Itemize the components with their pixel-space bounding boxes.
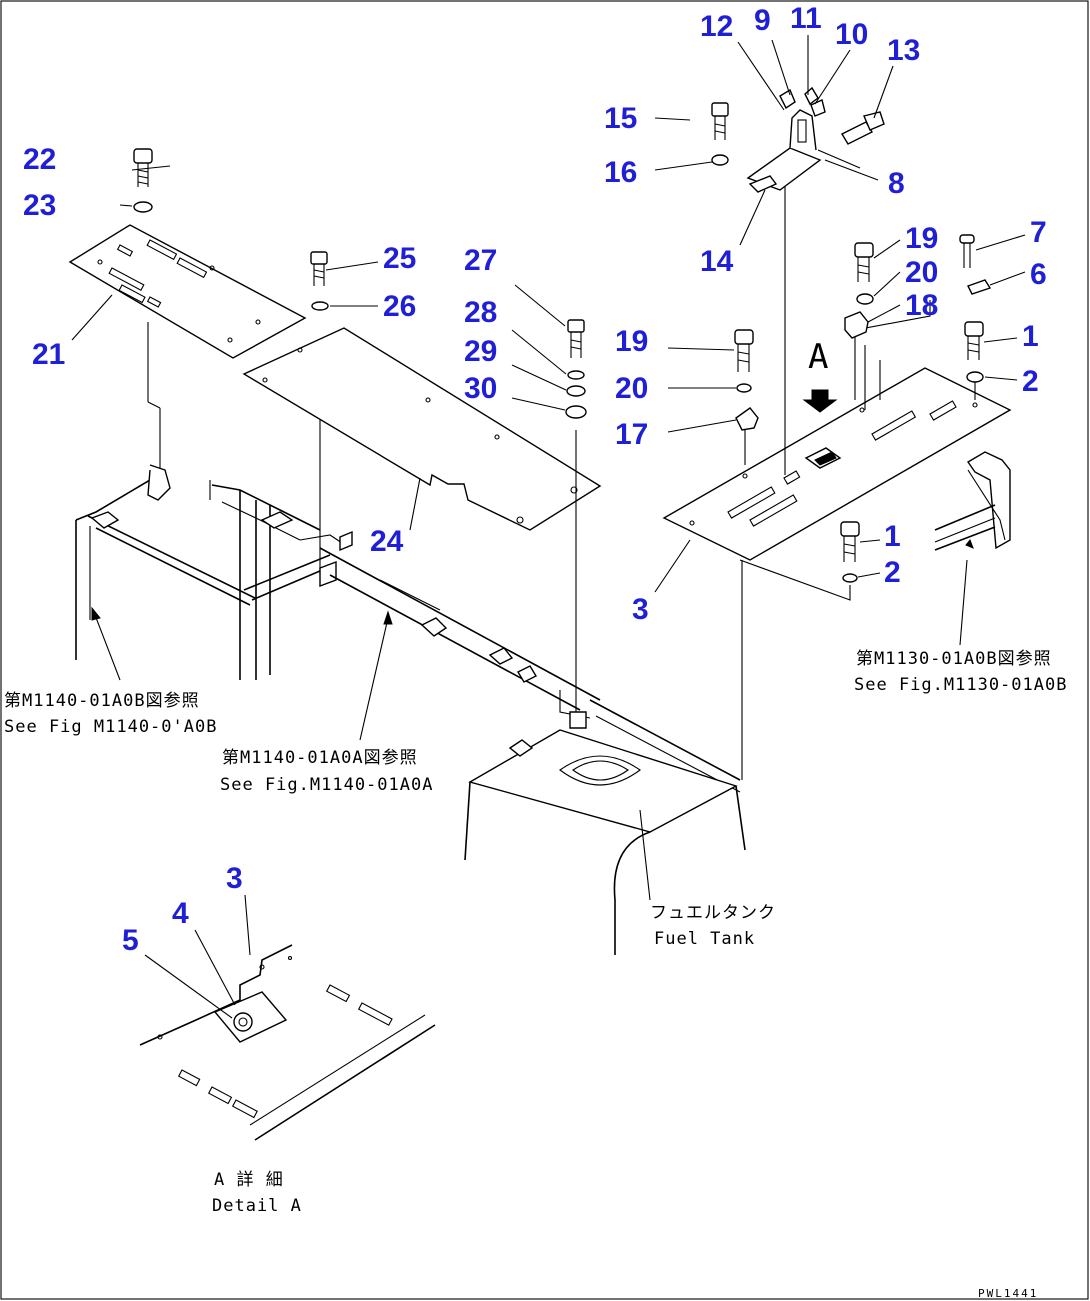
callout-20-lower: 20 xyxy=(615,372,648,405)
callout-14: 14 xyxy=(700,245,734,278)
plate-21 xyxy=(68,224,307,359)
drawing-code: PWL1441 xyxy=(978,1287,1038,1300)
washer-2-lower xyxy=(842,573,858,583)
reference-notes: 第M1140-01A0B図参照 See Fig M1140-0'A0B 第M11… xyxy=(4,649,1067,1216)
washer-30 xyxy=(565,405,587,419)
fuel-tank xyxy=(464,729,746,955)
callout-26: 26 xyxy=(383,290,416,323)
detail-title-en: Detail A xyxy=(212,1196,302,1216)
washer-20-upper xyxy=(856,293,874,305)
callout-19-lower: 19 xyxy=(615,325,648,358)
washer-2-upper xyxy=(966,371,984,383)
washer-20-lower xyxy=(736,383,752,393)
ref-left-jp: 第M1140-01A0B図参照 xyxy=(4,691,200,711)
callout-16: 16 xyxy=(604,156,637,189)
callout-27: 27 xyxy=(464,244,497,277)
bolt-25 xyxy=(310,251,328,286)
callout-19-upper: 19 xyxy=(905,222,938,255)
callout-1-upper: 1 xyxy=(1022,320,1039,353)
bolt-19-lower xyxy=(734,329,754,372)
detail-title-jp: A 詳 細 xyxy=(214,1170,284,1190)
washer-28 xyxy=(567,370,585,380)
detail-callout-4: 4 xyxy=(172,897,189,930)
callout-13: 13 xyxy=(887,34,920,67)
detail-callout-3: 3 xyxy=(226,862,243,895)
ref-right-jp: 第M1130-01A0B図参照 xyxy=(856,649,1052,669)
bolt-15 xyxy=(711,102,729,140)
fuel-tank-jp: フュエルタンク xyxy=(650,903,776,923)
side-structure xyxy=(934,451,1011,551)
ref-mid-jp: 第M1140-01A0A図参照 xyxy=(222,748,418,768)
callout-8: 8 xyxy=(888,167,905,200)
callout-11: 11 xyxy=(790,2,822,35)
bracket-8 xyxy=(746,86,861,191)
ref-mid-en: See Fig.M1140-01A0A xyxy=(220,775,433,795)
view-arrow-icon xyxy=(802,389,838,413)
callout-24: 24 xyxy=(370,525,404,558)
callout-2-upper: 2 xyxy=(1022,365,1039,398)
view-label-a: A xyxy=(808,337,828,377)
bolt-22 xyxy=(133,148,153,187)
callout-23: 23 xyxy=(23,189,56,222)
ref-right-en: See Fig.M1130-01A0B xyxy=(854,675,1067,695)
clip-17 xyxy=(735,407,759,431)
bolt-1-lower xyxy=(840,521,860,562)
callout-7: 7 xyxy=(1030,216,1047,249)
callout-12: 12 xyxy=(700,10,733,43)
washer-23 xyxy=(133,201,153,213)
callout-6: 6 xyxy=(1030,258,1047,291)
ref-left-en: See Fig M1140-0'A0B xyxy=(4,717,217,737)
clip-18 xyxy=(844,311,869,339)
callout-22: 22 xyxy=(23,143,56,176)
washer-29 xyxy=(566,385,586,397)
fuel-tank-en: Fuel Tank xyxy=(654,929,755,949)
callout-25: 25 xyxy=(383,242,416,275)
callout-29: 29 xyxy=(464,335,497,368)
callout-3: 3 xyxy=(632,593,649,626)
leader-lines xyxy=(71,35,1026,1019)
clip-6 xyxy=(967,279,992,295)
callout-2-lower: 2 xyxy=(884,556,901,589)
bolt-1-upper xyxy=(964,321,984,360)
callout-20-upper: 20 xyxy=(905,256,938,289)
washer-26 xyxy=(311,301,329,311)
cover-24 xyxy=(242,327,602,531)
bolt-27 xyxy=(567,319,585,358)
callout-30: 30 xyxy=(464,372,497,405)
bolt-19-upper xyxy=(854,242,874,282)
callout-21: 21 xyxy=(32,338,65,371)
washer-16 xyxy=(711,154,729,166)
machine-frame xyxy=(75,464,741,793)
callout-18: 18 xyxy=(905,289,938,322)
callout-15: 15 xyxy=(604,102,637,135)
callout-28: 28 xyxy=(464,296,497,329)
bolt-13 xyxy=(841,111,885,145)
pin-14 xyxy=(748,175,778,193)
detail-callout-5: 5 xyxy=(122,924,139,957)
screw-7 xyxy=(959,234,975,268)
callout-9: 9 xyxy=(754,4,771,37)
callout-10: 10 xyxy=(835,18,868,51)
callout-1-lower: 1 xyxy=(884,520,901,553)
plate-3 xyxy=(662,367,1012,561)
detail-a-view xyxy=(139,944,436,1141)
callout-17: 17 xyxy=(615,418,648,451)
reference-arrows xyxy=(91,559,968,901)
callout-labels: 12 9 11 10 13 15 16 8 14 22 23 21 25 26 … xyxy=(23,2,1047,957)
